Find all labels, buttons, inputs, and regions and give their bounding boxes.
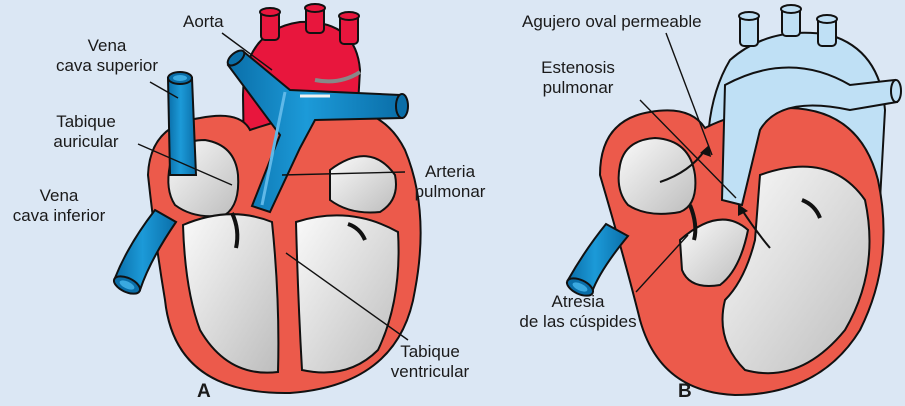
label-vena-cava-inferior-line2: cava inferior (6, 206, 112, 226)
panel-letter-a: A (197, 382, 211, 402)
label-vena-cava-inferior-line1: Vena (6, 186, 112, 206)
label-tabique-ventricular-line1: Tabique (380, 342, 480, 362)
label-vena-cava-superior: Vena cava superior (52, 36, 162, 76)
label-vena-cava-inferior: Vena cava inferior (6, 186, 112, 226)
label-arteria-pulmonar-line1: Arteria (408, 162, 492, 182)
label-vena-cava-superior-line2: cava superior (52, 56, 162, 76)
label-tabique-auricular: Tabique auricular (36, 112, 136, 152)
label-atresia-cuspides: Atresia de las cúspides (518, 292, 638, 332)
label-agujero-oval-permeable: Agujero oval permeable (522, 12, 702, 32)
panel-letter-b: B (678, 382, 692, 402)
label-arteria-pulmonar-line2: pulmonar (408, 182, 492, 202)
label-atresia-cuspides-line1: Atresia (518, 292, 638, 312)
label-tabique-auricular-line1: Tabique (36, 112, 136, 132)
label-arteria-pulmonar: Arteria pulmonar (408, 162, 492, 202)
label-tabique-ventricular: Tabique ventricular (380, 342, 480, 382)
heart-b-right-atrium (619, 138, 696, 214)
label-tabique-ventricular-line2: ventricular (380, 362, 480, 382)
label-tabique-auricular-line2: auricular (36, 132, 136, 152)
heart-a-left-atrium (330, 156, 396, 212)
label-estenosis-pulmonar-line2: pulmonar (528, 78, 628, 98)
vena-cava-superior-vessel (168, 78, 196, 175)
label-aorta: Aorta (183, 12, 224, 32)
label-vena-cava-superior-line1: Vena (52, 36, 162, 56)
label-estenosis-pulmonar: Estenosis pulmonar (528, 58, 628, 98)
label-atresia-cuspides-line2: de las cúspides (518, 312, 638, 332)
label-estenosis-pulmonar-line1: Estenosis (528, 58, 628, 78)
